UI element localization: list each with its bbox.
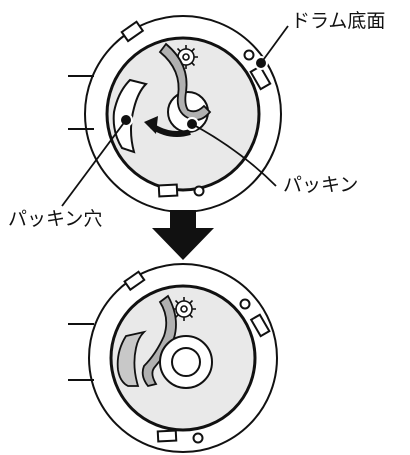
drum-before [61, 15, 289, 213]
rim-hole [193, 185, 205, 197]
label-drum-bottom: ドラム底面 [291, 10, 386, 32]
gear-icon [174, 45, 198, 69]
leader-line-drum [260, 25, 289, 64]
down-arrow-icon [152, 210, 214, 260]
rim-slot [120, 20, 145, 43]
label-packing: パッキン [283, 174, 359, 196]
rim-slot [157, 183, 179, 198]
rotate-arrow-head [144, 116, 158, 134]
packing-band [158, 42, 212, 121]
leader-line-packing [191, 123, 277, 187]
gear-icon [172, 297, 196, 321]
packing-inserted [116, 330, 147, 387]
rim-slot [156, 429, 178, 443]
drum-after [68, 263, 278, 453]
rim-hole [239, 298, 251, 310]
leader-line-hole [61, 119, 127, 207]
center-hub-ring [171, 347, 201, 377]
rim-slot [249, 64, 272, 91]
rim-slot [123, 270, 146, 292]
rim-hole [243, 49, 255, 61]
rim-hole [192, 432, 204, 444]
label-packing-hole: パッキン穴 [8, 208, 103, 230]
rim-slot [249, 313, 271, 338]
